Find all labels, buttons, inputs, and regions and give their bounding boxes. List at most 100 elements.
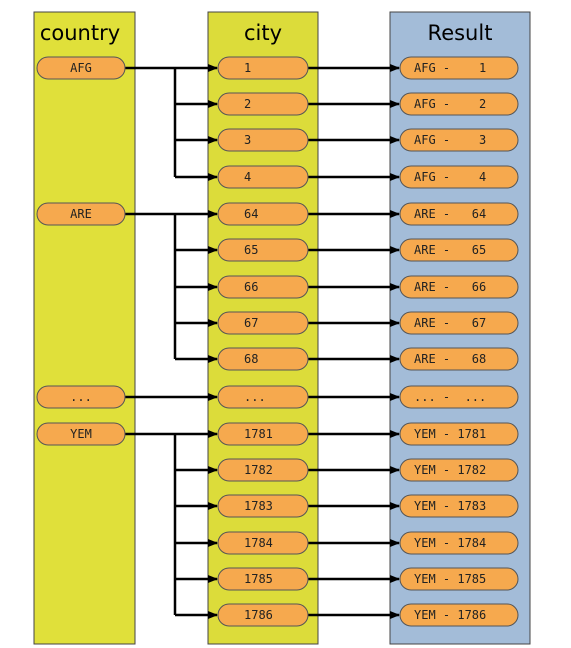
- result-value-label: ARE - 66: [414, 280, 486, 294]
- city-value: 1782: [217, 458, 309, 482]
- city-value-label: 1784: [244, 536, 273, 550]
- city-value: 1786: [217, 603, 309, 627]
- result-value-shape: [399, 128, 519, 152]
- result-value-label: ARE - 64: [414, 207, 486, 221]
- result-value: ARE - 66: [399, 275, 519, 299]
- city-value-shape: [217, 275, 309, 299]
- country-value-shape: [36, 385, 126, 409]
- result-column-title: Result: [428, 21, 493, 45]
- city-value: 4: [217, 165, 309, 189]
- city-value: 66: [217, 275, 309, 299]
- result-value-label: YEM - 1782: [414, 463, 486, 477]
- city-value: 1783: [217, 494, 309, 518]
- result-value-label: YEM - 1784: [414, 536, 486, 550]
- result-value: YEM - 1783: [399, 494, 519, 518]
- city-value-shape: [217, 347, 309, 371]
- result-value-shape: [399, 165, 519, 189]
- result-value: ARE - 68: [399, 347, 519, 371]
- result-value-label: YEM - 1783: [414, 499, 486, 513]
- country-value-shape: [36, 56, 126, 80]
- result-value-label: AFG - 3: [414, 133, 486, 147]
- city-value-shape: [217, 56, 309, 80]
- result-value-shape: [399, 494, 519, 518]
- city-value-shape: [217, 165, 309, 189]
- result-value-label: AFG - 2: [414, 97, 486, 111]
- city-value-label: 1782: [244, 463, 273, 477]
- country-value-label: ...: [70, 390, 92, 404]
- city-value-shape: [217, 494, 309, 518]
- result-value: ARE - 65: [399, 238, 519, 262]
- result-value-label: YEM - 1786: [414, 608, 486, 622]
- result-value: ARE - 67: [399, 311, 519, 335]
- result-value: ... - ...: [399, 385, 519, 409]
- city-value-label: 67: [244, 316, 258, 330]
- city-value-shape: [217, 311, 309, 335]
- city-value-shape: [217, 128, 309, 152]
- city-values: 1 2 3 4 64 65 66 67 68... 1781 1782 1783 1784 1785 178…: [217, 56, 309, 627]
- city-value: 2: [217, 92, 309, 116]
- result-value-label: ... - ...: [414, 390, 486, 404]
- city-value-label: 1: [244, 61, 251, 75]
- country-value-shape: [36, 422, 126, 446]
- city-value-shape: [217, 603, 309, 627]
- result-value-shape: [399, 567, 519, 591]
- result-value-shape: [399, 311, 519, 335]
- result-value: YEM - 1784: [399, 531, 519, 555]
- city-value: 68: [217, 347, 309, 371]
- result-value-shape: [399, 458, 519, 482]
- result-value-label: ARE - 67: [414, 316, 486, 330]
- city-value: 1781: [217, 422, 309, 446]
- city-value: 1: [217, 56, 309, 80]
- city-value-label: 2: [244, 97, 251, 111]
- city-value-label: 4: [244, 170, 251, 184]
- city-value-shape: [217, 92, 309, 116]
- country-column: [33, 11, 136, 645]
- result-value-shape: [399, 347, 519, 371]
- city-value-label: 1786: [244, 608, 273, 622]
- city-value-shape: [217, 458, 309, 482]
- city-value-label: 65: [244, 243, 258, 257]
- country-value-label: YEM: [70, 427, 92, 441]
- result-value-shape: [399, 603, 519, 627]
- result-value: ARE - 64: [399, 202, 519, 226]
- result-value-label: AFG - 1: [414, 61, 486, 75]
- city-value-label: 64: [244, 207, 258, 221]
- city-value: ...: [217, 385, 309, 409]
- result-value: YEM - 1786: [399, 603, 519, 627]
- result-values: AFG - 1 AFG - 2 AFG - 3 AFG - 4 ARE - 64 ARE …: [399, 56, 519, 627]
- city-value-label: 66: [244, 280, 258, 294]
- city-value: 1785: [217, 567, 309, 591]
- country-value-label: ARE: [70, 207, 92, 221]
- city-value-label: 68: [244, 352, 258, 366]
- result-value: AFG - 1: [399, 56, 519, 80]
- country-value: AFG: [36, 56, 126, 80]
- result-value-label: ARE - 65: [414, 243, 486, 257]
- country-value: YEM: [36, 422, 126, 446]
- city-value-label: 3: [244, 133, 251, 147]
- result-value: YEM - 1782: [399, 458, 519, 482]
- city-value-label: 1785: [244, 572, 273, 586]
- result-value: AFG - 2: [399, 92, 519, 116]
- result-value-label: YEM - 1785: [414, 572, 486, 586]
- city-value: 64: [217, 202, 309, 226]
- join-arrows: [125, 64, 400, 619]
- result-value-shape: [399, 385, 519, 409]
- city-column-title: city: [244, 21, 282, 45]
- city-value-label: 1783: [244, 499, 273, 513]
- result-value: YEM - 1781: [399, 422, 519, 446]
- result-value-shape: [399, 238, 519, 262]
- city-value-shape: [217, 567, 309, 591]
- result-value-shape: [399, 202, 519, 226]
- result-value: AFG - 4: [399, 165, 519, 189]
- country-column-title: country: [40, 21, 120, 45]
- result-value: YEM - 1785: [399, 567, 519, 591]
- city-value-shape: [217, 238, 309, 262]
- city-value: 65: [217, 238, 309, 262]
- country-value: ARE: [36, 202, 126, 226]
- city-value-label: ...: [244, 390, 266, 404]
- city-value-shape: [217, 531, 309, 555]
- city-value-shape: [217, 202, 309, 226]
- country-value: ...: [36, 385, 126, 409]
- result-value-shape: [399, 422, 519, 446]
- result-value-shape: [399, 275, 519, 299]
